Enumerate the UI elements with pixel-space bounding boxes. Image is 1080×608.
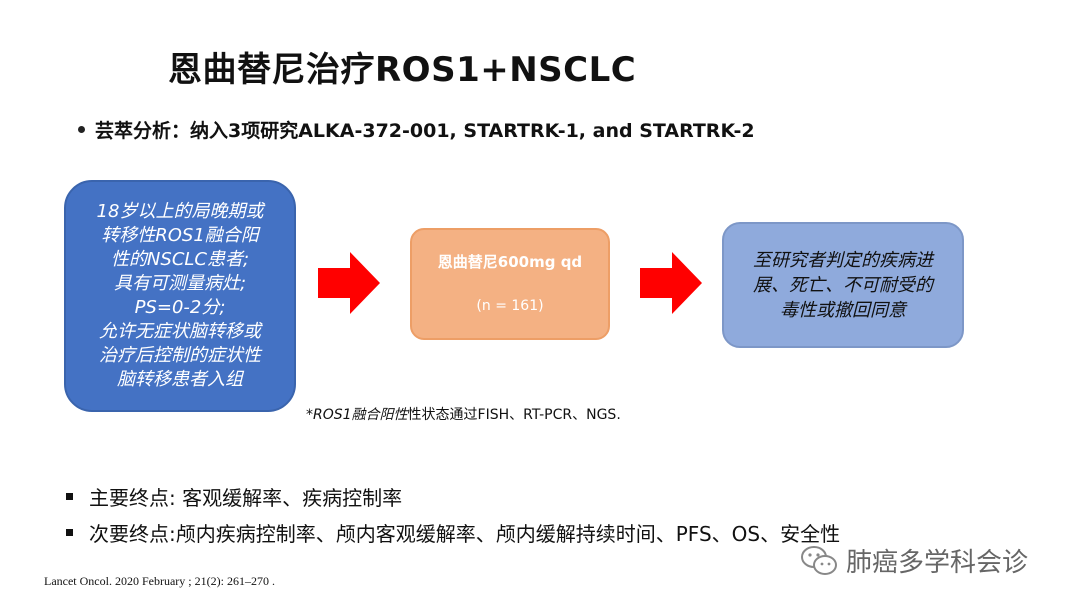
- treatment-duration-box: 至研究者判定的疾病进 展、死亡、不可耐受的 毒性或撤回同意: [722, 222, 964, 348]
- inclusion-line: 脑转移患者入组: [117, 369, 243, 390]
- bullet-square-icon: [66, 529, 73, 536]
- treatment-box: 恩曲替尼600mg qd (n = 161): [410, 228, 610, 340]
- primary-endpoint-text: 主要终点: 客观缓解率、疾病控制率: [89, 486, 403, 510]
- inclusion-line: 18岁以上的局晚期或: [96, 201, 264, 222]
- watermark-text: 肺癌多学科会诊: [846, 548, 1029, 578]
- bullet-square-icon: [66, 493, 73, 500]
- meta-analysis-bullet: 芸萃分析：纳入3项研究ALKA-372-001, STARTRK-1, and …: [78, 116, 755, 143]
- endpoint-line-text: 展、死亡、不可耐受的: [753, 274, 933, 296]
- endpoint-line-text: 毒性或撤回同意: [780, 299, 906, 321]
- inclusion-line: PS=0-2分;: [134, 297, 226, 318]
- footnote-rest: 性状态通过FISH、RT-PCR、NGS.: [407, 407, 621, 423]
- inclusion-line: 具有可测量病灶;: [113, 273, 247, 294]
- right-arrow-icon: [640, 252, 702, 314]
- meta-analysis-text: 芸萃分析：纳入3项研究ALKA-372-001, STARTRK-1, and …: [95, 120, 755, 142]
- primary-endpoint: 主要终点: 客观缓解率、疾病控制率: [66, 482, 402, 511]
- treatment-drug: 恩曲替尼600mg qd: [437, 253, 583, 271]
- bullet-dot-icon: [78, 126, 85, 133]
- inclusion-line: 允许无症状脑转移或: [99, 321, 261, 342]
- endpoint-line-text: 至研究者判定的疾病进: [753, 249, 933, 271]
- watermark: 肺癌多学科会诊: [800, 542, 1028, 579]
- wechat-icon: [801, 545, 837, 575]
- right-arrow-icon: [318, 252, 380, 314]
- secondary-endpoint: 次要终点:颅内疾病控制率、颅内客观缓解率、颅内缓解持续时间、PFS、OS、安全性: [66, 518, 840, 547]
- inclusion-line: 性的NSCLC患者;: [110, 249, 250, 270]
- treatment-n: (n = 161): [476, 298, 544, 314]
- inclusion-line: 转移性ROS1融合阳: [101, 225, 259, 246]
- footnote: *ROS1融合阳性性状态通过FISH、RT-PCR、NGS.: [306, 404, 621, 424]
- slide-title: 恩曲替尼治疗ROS1+NSCLC: [168, 50, 637, 90]
- inclusion-line: 治疗后控制的症状性: [99, 345, 261, 366]
- secondary-endpoint-text: 次要终点:颅内疾病控制率、颅内客观缓解率、颅内缓解持续时间、PFS、OS、安全性: [89, 522, 841, 546]
- inclusion-criteria-box: 18岁以上的局晚期或 转移性ROS1融合阳 性的NSCLC患者; 具有可测量病灶…: [64, 180, 296, 412]
- footnote-italic: *ROS1融合阳性: [306, 407, 408, 423]
- citation: Lancet Oncol. 2020 February ; 21(2): 261…: [44, 574, 275, 588]
